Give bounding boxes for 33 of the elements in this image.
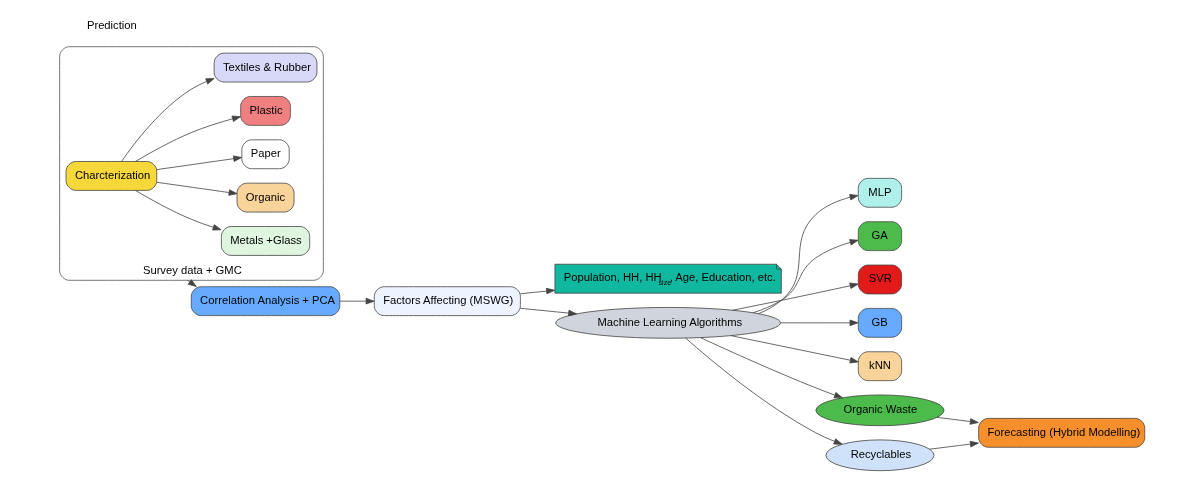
arrow (685, 337, 843, 445)
arrow (730, 335, 859, 364)
node-box: Charcterization (65, 161, 158, 191)
arrow (780, 319, 859, 327)
node-box: MLP (857, 177, 903, 208)
arrow (187, 279, 197, 287)
node-box: Factors Affecting (MSWG) (373, 286, 521, 316)
arrow (700, 337, 843, 399)
arrow (121, 78, 215, 162)
arrow (936, 416, 979, 425)
node-box: Paper (241, 139, 290, 170)
node-box: SVR (857, 264, 903, 295)
node-box: Textiles & Rubber (213, 52, 318, 83)
arrow (156, 181, 238, 196)
arrow (520, 307, 578, 317)
node-box: Forecasting (Hybrid Modelling) (978, 417, 1146, 448)
node-box: Organic (236, 182, 295, 213)
node-box: GB (857, 308, 903, 338)
node-box: Correlation Analysis + PCA (190, 286, 341, 316)
arrow (758, 194, 859, 315)
arrow (752, 239, 859, 314)
arrow (135, 115, 241, 162)
label: Prediction (86, 18, 137, 31)
arrow (929, 440, 979, 450)
node-box: kNN (857, 351, 903, 382)
arrow (339, 297, 375, 305)
arrow (732, 282, 859, 311)
node-box: GA (857, 221, 903, 251)
arrow (135, 190, 222, 231)
arrow (520, 287, 555, 295)
arrow (156, 155, 243, 170)
node-box: Metals +Glass (221, 226, 311, 256)
node-box: Plastic (240, 96, 291, 126)
